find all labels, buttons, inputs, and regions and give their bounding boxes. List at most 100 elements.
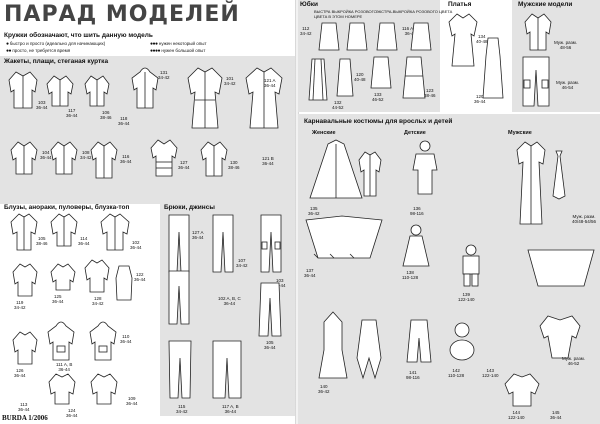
trench-coat-sketch [187,67,223,129]
model-label: 104 36-44 [40,150,52,160]
section-title-skirts: Юбки [300,1,318,8]
dress-sketch [448,13,478,67]
model-label: 127 A 36-44 [192,230,204,240]
trousers-sketch [168,270,190,325]
subsection-kids: Детские [404,130,426,136]
model-label: 144 122-140 [508,410,525,420]
fringe-poncho-sketch [305,215,383,259]
pullover-sketch [48,373,76,405]
legend-heading: Кружки обозначают, что шить данную модел… [4,32,153,39]
model-label: 118 36-44 [118,116,130,126]
kids-costume-sketch [412,140,438,195]
model-label: 123 38-46 [424,88,436,98]
model-label: 128 34-42 [92,296,104,306]
wide-trousers-sketch [212,340,242,399]
model-label: 119 34-42 [14,300,26,310]
skirt-sketch [346,22,368,51]
model-label: 101 34-42 [224,76,236,86]
model-label: Муж. разм. 40/48-54/56 [572,214,597,224]
model-label: 122 36-44 [134,272,146,282]
pullover-sketch [84,259,110,293]
model-label: 121 A 36-44 [264,78,276,88]
page-gutter [295,0,299,424]
model-label: 111 A, B 36-44 [56,362,73,372]
model-label: 127 36-44 [178,160,190,170]
jacket-sketch [10,141,38,175]
model-label: 125 36-44 [52,294,64,304]
flared-trousers-sketch [258,282,282,337]
jester-costume-sketch [318,311,348,379]
model-label: 113 36-44 [18,402,30,412]
top-sketch [115,265,133,301]
legend-item-3: ●●● нужен некоторый опыт [150,41,207,47]
model-label: 103 36-44 [36,100,48,110]
section-title-jackets: Жакеты, плащи, стеганая куртка [4,58,109,65]
model-label: 143 122-140 [482,368,499,378]
model-label: Муж. разм. 46-54 [556,80,579,90]
pullover-sketch [12,331,38,365]
model-label: 110 36-44 [120,334,132,344]
kids-dress-costume-sketch [402,224,430,267]
model-label: 134 40-48 [476,34,488,44]
model-label: 106 38-46 [100,110,112,120]
page-title: ПАРАД МОДЕЛЕЙ [4,2,240,27]
section-title-dresses: Платья [448,1,472,8]
skirt-sketch [336,58,354,97]
legend-item-1: ● быстро и просто (идеально для начинающ… [6,41,106,47]
model-label: 117 A, B 36-44 [222,404,239,414]
kids-mouse-costume-sketch [449,322,475,361]
jacket-sketch [200,141,228,177]
model-label: 121 B 36-44 [262,156,274,166]
blouse-sketch [50,213,78,247]
section-title-blouses: Блузы, анораки, пуловеры, блузка-топ [4,204,130,211]
model-label: 120 36-44 [474,94,486,104]
model-label: 135 36-42 [308,206,320,216]
model-label: 108 34-42 [80,150,92,160]
model-label: 105 38-46 [36,236,48,246]
blouse-sketch [10,213,38,251]
cape-costume-sketch [309,139,363,199]
model-label: 136 98-116 [410,206,424,216]
model-label: 131 34-42 [158,70,170,80]
model-label: 115 34-42 [176,404,188,414]
hooded-jacket-sketch [131,67,159,109]
model-label: 130 38-46 [228,160,240,170]
model-label: 107 34-42 [236,258,248,268]
anorak-sketch [47,321,75,361]
pullover-sketch [12,263,38,297]
jacket-sketch [90,141,118,179]
model-label: 102 36-44 [130,240,142,250]
model-label: Муж. разм. 46-52 [562,356,585,366]
model-label: 120 40-48 [354,72,366,82]
section-title-mens: Мужские модели [518,1,573,8]
subsection-women: Женские [312,130,336,136]
model-label: 109 36-44 [126,396,138,406]
mens-cargo-trousers-sketch [522,56,550,107]
model-label: 142 110-128 [448,368,465,378]
tie-sketch [552,150,566,200]
coat-sketch [245,67,283,129]
section-title-carnival: Карнавальные костюмы для вросльх и детей [304,118,453,125]
model-label: Муж. разм. 48-56 [554,40,577,50]
legend-item-4: ●●●● нужен большой опыт [150,48,206,54]
blouse-sketch [100,213,130,251]
wrap-skirt-sketch [370,56,392,89]
model-label: 137 36-44 [304,268,316,278]
trousers-sketch [212,214,234,273]
right-page: Юбки ВЫСТРА ВЫКРОЙКА РОЗОВОГО ЦВЕТА В ЭТ… [298,0,600,424]
kids-robot-costume-sketch [462,244,480,287]
model-label: 103 36-44 [274,278,286,288]
model-label: 145 36-44 [550,410,562,420]
left-page: ПАРАД МОДЕЛЕЙ Кружки обозначают, что шит… [0,0,296,424]
anorak-sketch [89,321,117,361]
legend-item-2: ●● просто, не требуется время [6,48,71,54]
model-label: 139 122-140 [458,292,475,302]
model-label: 102 A, B, C 36-44 [218,296,241,306]
sweater-costume-sketch [504,373,540,407]
fringe-cape-sketch [527,249,595,287]
kids-pants-costume-sketch [406,319,432,363]
skirt-pattern-note: ЭКСТРА-ВЫКРОЙКА РОЗОВОГО ЦВЕТА [376,9,453,14]
model-label: 126 36-44 [14,368,26,378]
hussar-jacket-sketch [358,151,382,197]
model-label: 117 36-44 [66,108,78,118]
